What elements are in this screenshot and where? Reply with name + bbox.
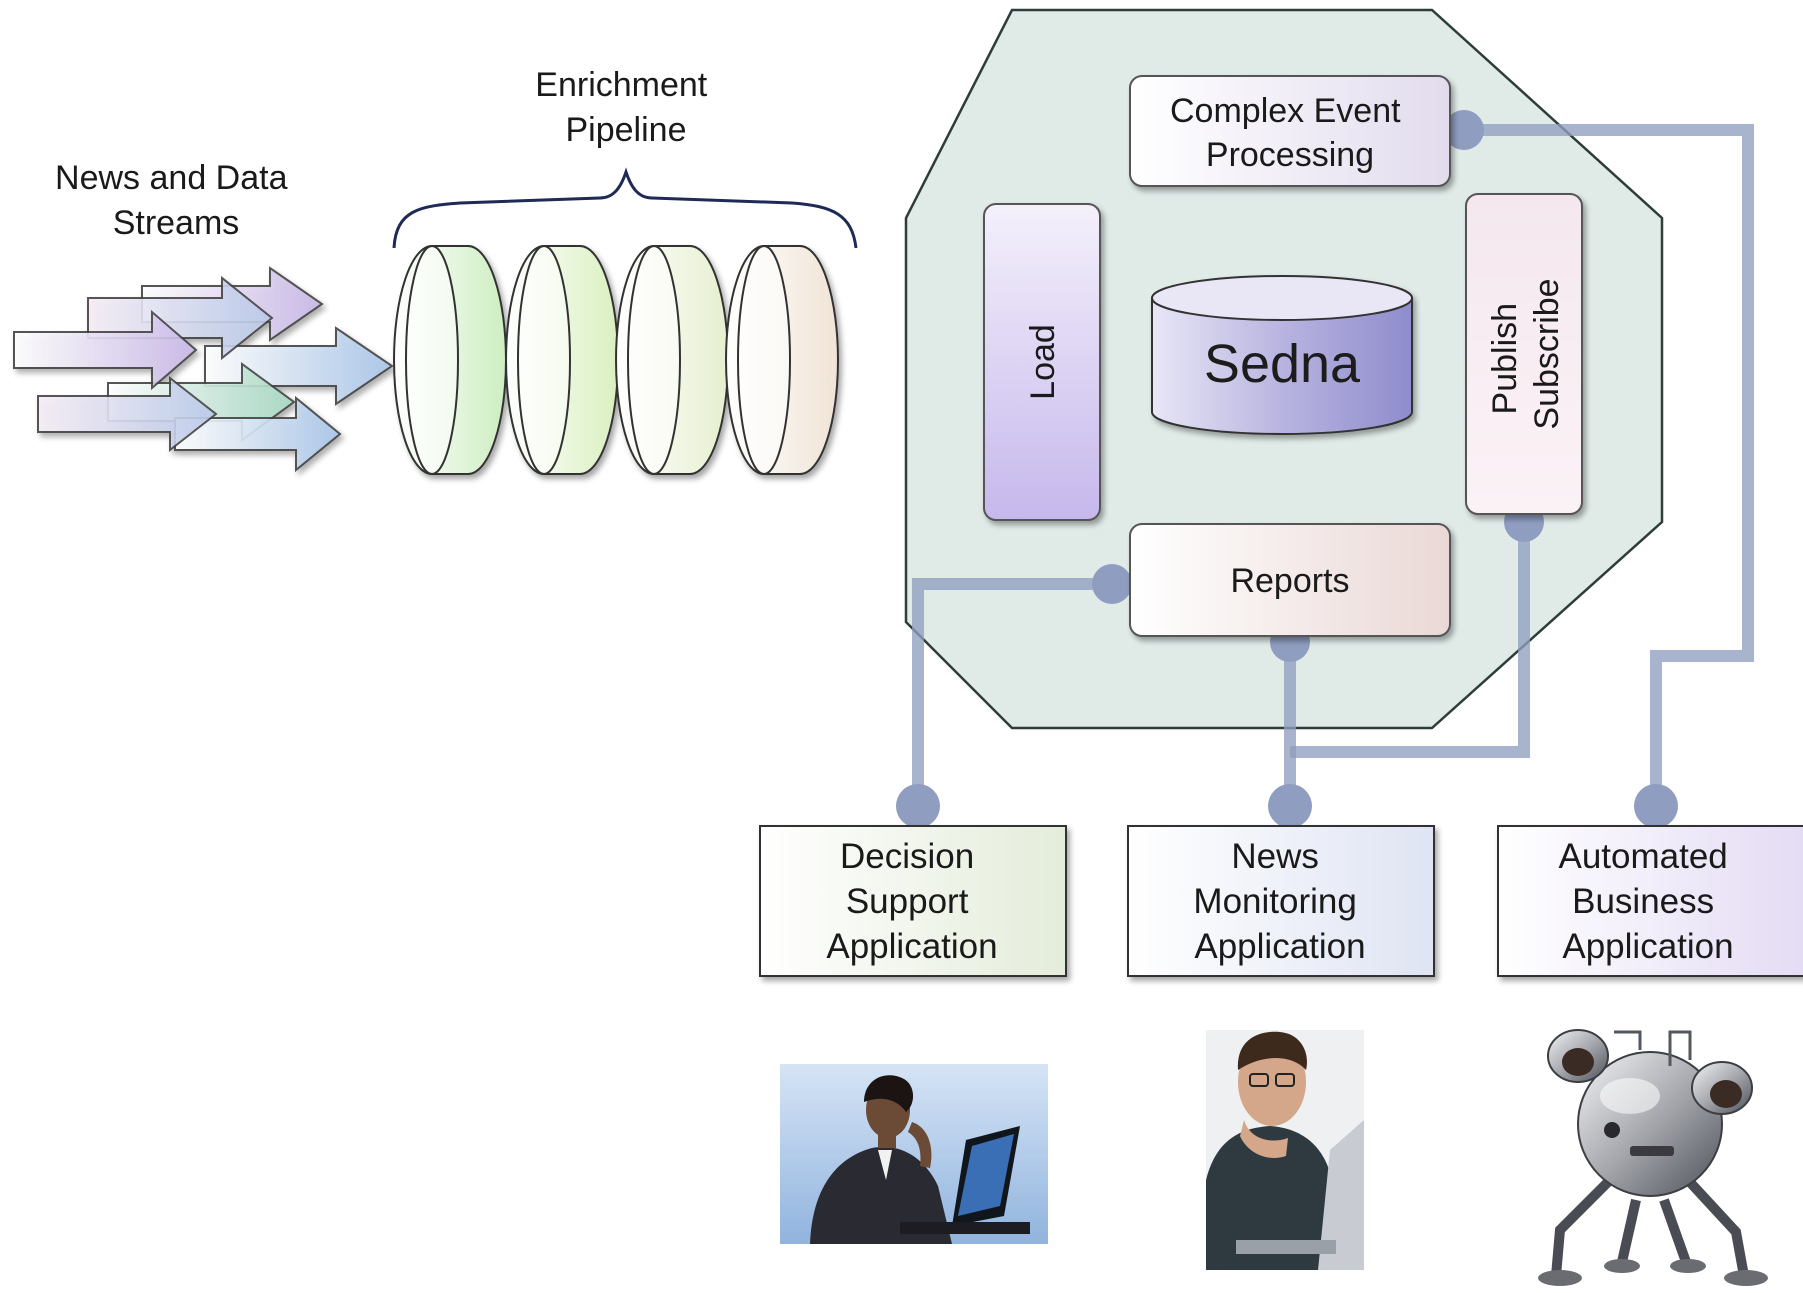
stream-arrow — [37, 375, 218, 453]
svg-text:Complex Event Processi: Complex Event Processing — [1170, 92, 1410, 174]
stream-arrow — [174, 395, 342, 473]
hub: Complex Event Processing Load Sedna Publ… — [896, 8, 1754, 828]
applications: Decision Support Application News Monito… — [759, 825, 1803, 977]
reports-label: Reports — [1230, 562, 1349, 600]
complex-event-processing: Complex Event Processing — [1129, 75, 1451, 187]
pipeline-label: Enrichment Pipeline — [535, 66, 716, 149]
pipeline-brace — [392, 167, 858, 249]
woman-at-laptop-image — [780, 1064, 1048, 1244]
news-and-data-streams: News and Data Streams — [13, 159, 394, 473]
connector-cep-to-automated — [1464, 124, 1754, 800]
pipeline-stage — [615, 245, 729, 475]
connector-node — [896, 784, 940, 828]
robot-image — [1538, 1029, 1768, 1286]
pipeline-stage — [505, 245, 619, 475]
sedna-label: Sedna — [1204, 334, 1361, 394]
enrichment-pipeline: Enrichment Pipeline — [392, 66, 858, 475]
sedna-database: Sedna — [1151, 275, 1413, 435]
streams-label: News and Data Streams — [55, 159, 297, 242]
svg-text:Decision Support: Decision Support Application — [826, 837, 997, 966]
load-label: Load — [1024, 324, 1062, 400]
connector-node — [1634, 784, 1678, 828]
pipeline-stage — [725, 245, 839, 475]
svg-text:Automated Business: Automated Business Application — [1558, 837, 1737, 966]
svg-text:News Monitoring: News Monitoring Application — [1193, 837, 1366, 966]
news-monitoring-application: News Monitoring Application — [1127, 825, 1435, 977]
connector-lines — [912, 124, 1754, 800]
connector-node — [1092, 564, 1132, 604]
stream-arrow — [13, 309, 198, 391]
connector-pubsub-to-news — [1290, 522, 1530, 758]
pubsub-label: Publish Subscribe — [1486, 278, 1566, 429]
publish-subscribe-module: Publish Subscribe — [1465, 193, 1583, 515]
reports-module: Reports — [1129, 523, 1451, 637]
decision-support-application: Decision Support Application — [759, 825, 1067, 977]
connector-node — [1444, 110, 1484, 150]
man-at-computer-image — [1206, 1030, 1364, 1270]
connector-reports-to-decision — [912, 578, 1112, 800]
load-module: Load — [983, 203, 1101, 521]
pipeline-stage — [393, 245, 507, 475]
automated-business-application: Automated Business Application — [1497, 825, 1803, 977]
connector-node — [1268, 784, 1312, 828]
